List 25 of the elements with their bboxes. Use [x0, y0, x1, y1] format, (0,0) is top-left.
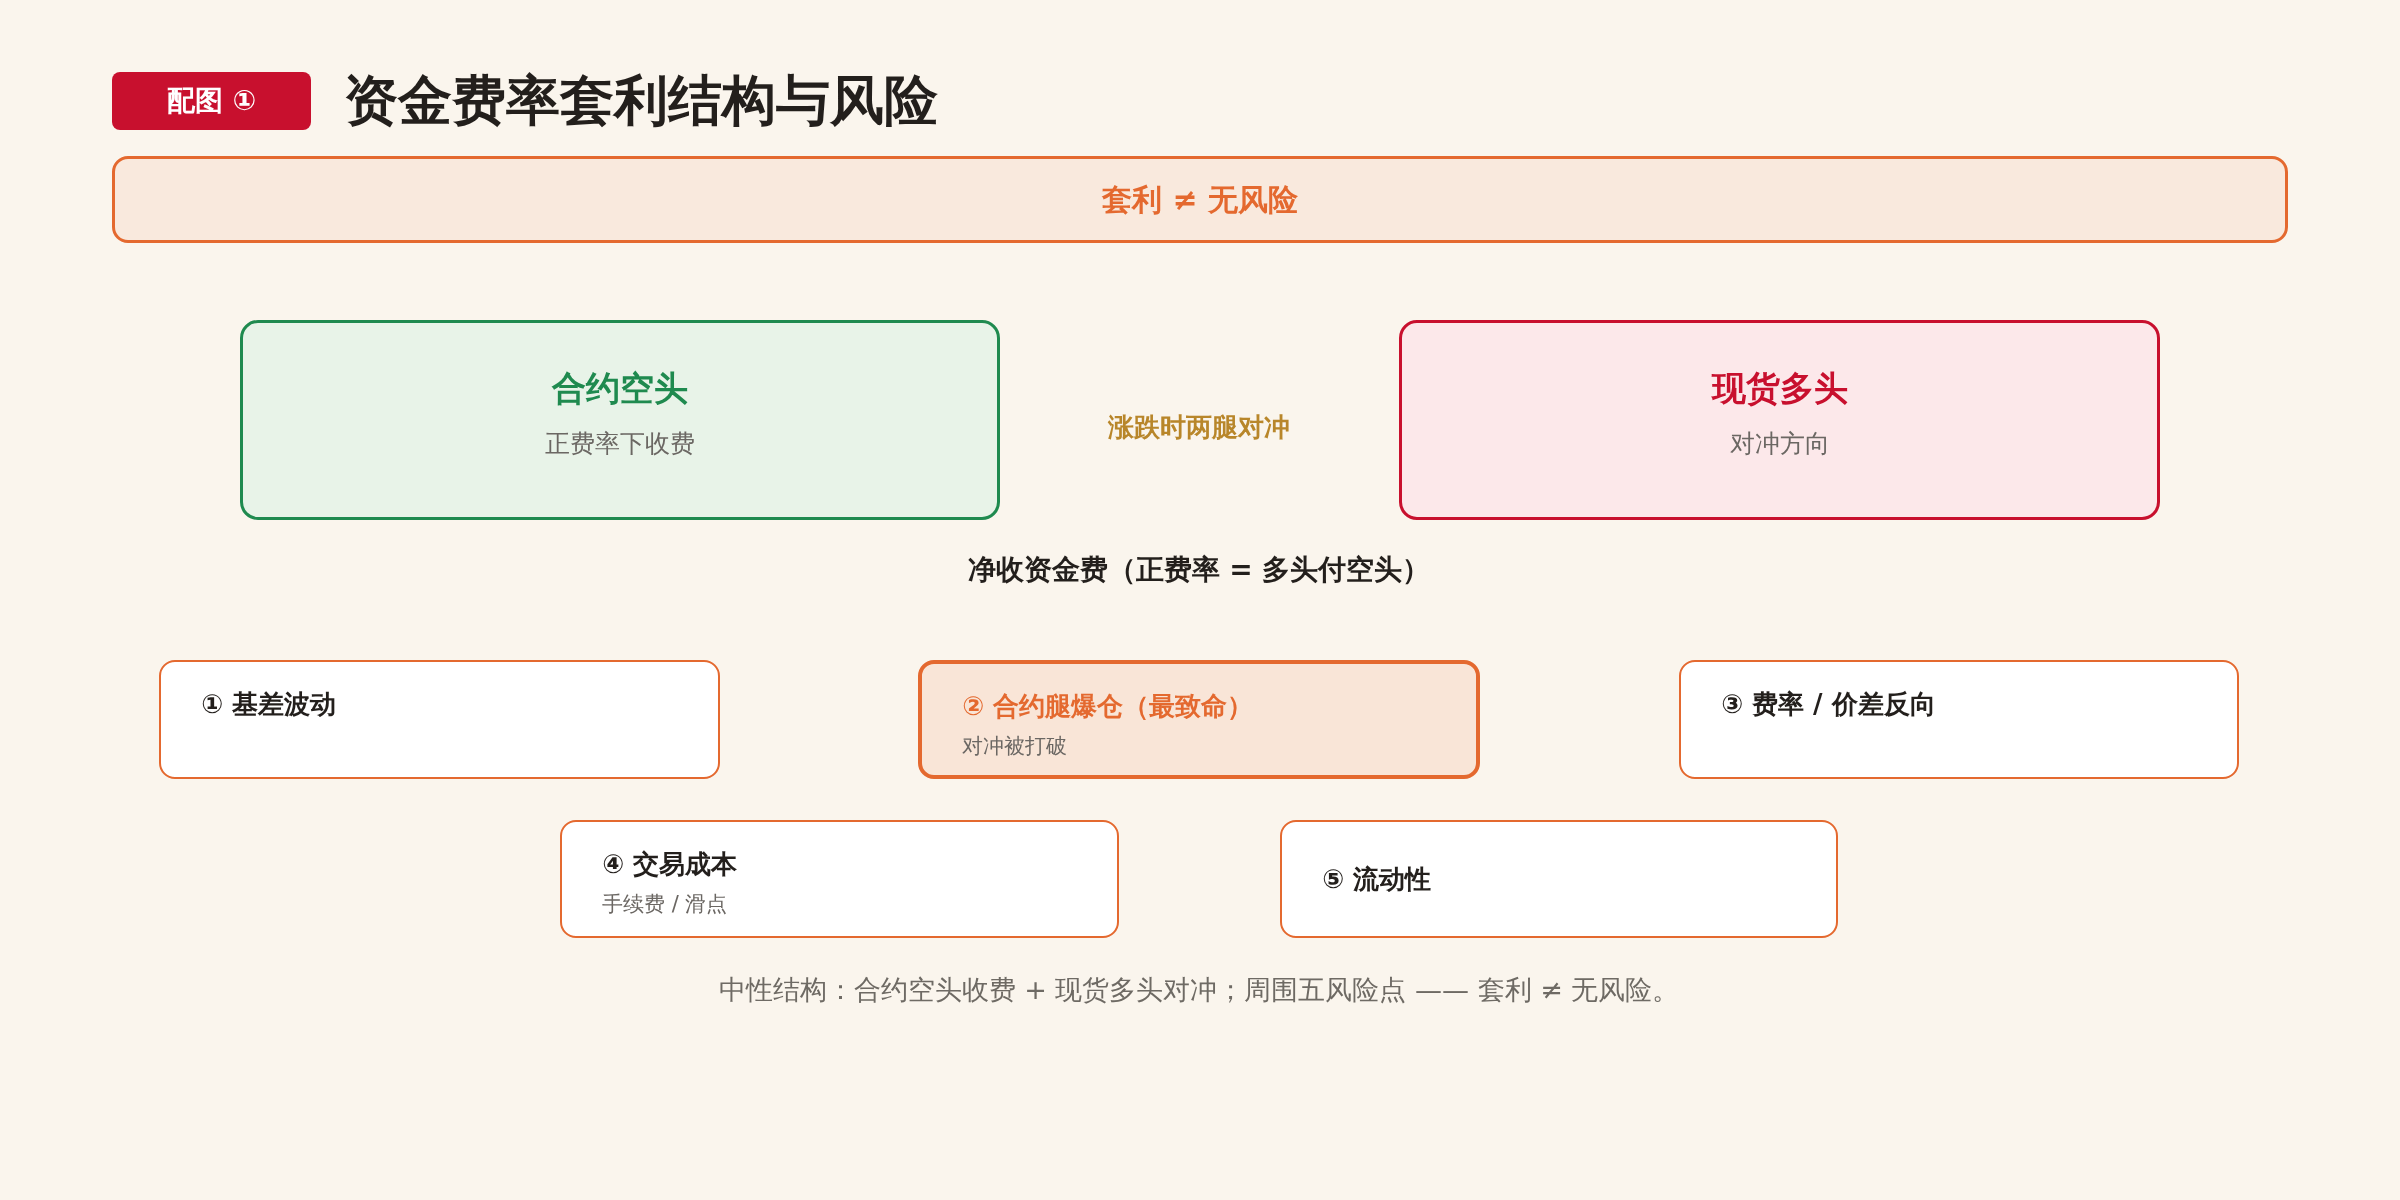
- risk-note: 对冲被打破: [962, 732, 1067, 759]
- risk-title: ② 合约腿爆仓（最致命）: [962, 690, 1254, 723]
- figure-tag: 配图 ①: [112, 72, 311, 130]
- position-card: [240, 320, 1000, 520]
- page-title: 资金费率套利结构与风险: [344, 68, 938, 135]
- funding-note: 净收资金费（正费率 = 多头付空头）: [967, 551, 1431, 587]
- card-title: 现货多头: [1711, 367, 1848, 410]
- risk-note: 手续费 / 滑点: [602, 890, 728, 917]
- risk-card: [1280, 820, 1838, 938]
- position-card: [1399, 320, 2160, 520]
- caption-text: 中性结构：合约空头收费 + 现货多头对冲；周围五风险点 —— 套利 ≠ 无风险。: [718, 973, 1680, 1007]
- risk-title: ③ 费率 / 价差反向: [1721, 688, 1936, 721]
- banner-text: 套利 ≠ 无风险: [1102, 180, 1298, 219]
- card-subtitle: 对冲方向: [1729, 427, 1830, 459]
- warning-banner: [112, 156, 2288, 243]
- risk-title: ④ 交易成本: [602, 848, 738, 881]
- risk-card: [1679, 660, 2239, 779]
- risk-title: ⑤ 流动性: [1322, 862, 1432, 896]
- risk-card: [560, 820, 1119, 938]
- risk-title: ① 基差波动: [201, 688, 337, 721]
- risk-card: [918, 660, 1480, 779]
- card-subtitle: 正费率下收费: [545, 427, 695, 459]
- risk-card: [159, 660, 720, 779]
- card-title: 合约空头: [552, 367, 688, 410]
- hedge-note: 涨跌时两腿对冲: [1108, 410, 1290, 444]
